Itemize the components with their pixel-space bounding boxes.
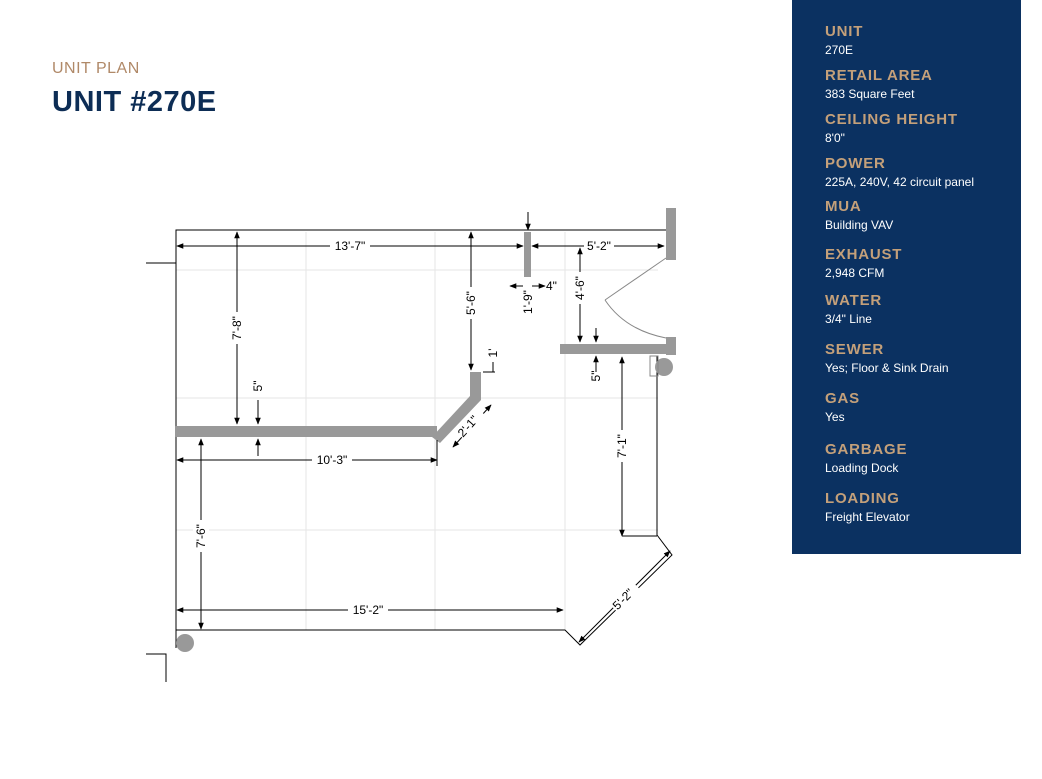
spec-loading: LOADING Freight Elevator xyxy=(825,490,910,525)
dim-wall-thick-left: 5" xyxy=(251,381,265,392)
spec-value: 8'0" xyxy=(825,131,845,145)
spec-unit: UNIT 270E xyxy=(825,23,863,58)
dim-center-upper: 5'-6" xyxy=(464,291,478,315)
spec-mua: MUA Building VAV xyxy=(825,198,893,233)
dim-wall-thick-right: 5" xyxy=(589,371,603,382)
specs-panel: UNIT 270E RETAIL AREA 383 Square Feet CE… xyxy=(792,0,1021,554)
page-title: UNIT #270E xyxy=(52,86,217,118)
spec-value: Yes xyxy=(825,410,845,424)
dim-stub-height: 1'-9" xyxy=(521,290,535,314)
door-swing xyxy=(604,257,667,377)
spec-value: 225A, 240V, 42 circuit panel xyxy=(825,175,974,189)
spec-label: LOADING xyxy=(825,490,900,507)
spec-label: GARBAGE xyxy=(825,441,908,458)
dim-bottom-width: 15'-2" xyxy=(353,603,384,617)
spec-value: 3/4" Line xyxy=(825,312,872,326)
spec-value: 270E xyxy=(825,43,854,57)
spec-label: RETAIL AREA xyxy=(825,67,933,84)
spec-retail-area: RETAIL AREA 383 Square Feet xyxy=(825,67,933,102)
spec-sewer: SEWER Yes; Floor & Sink Drain xyxy=(825,341,949,376)
spec-label: EXHAUST xyxy=(825,246,903,263)
dim-right-upper: 4'-6" xyxy=(573,276,587,300)
spec-water: WATER 3/4" Line xyxy=(825,292,882,327)
dim-left-lower: 7'-6" xyxy=(194,524,208,548)
dim-partition-width: 10'-3" xyxy=(317,453,348,467)
spec-value: 2,948 CFM xyxy=(825,266,885,280)
spec-value: Yes; Floor & Sink Drain xyxy=(825,361,949,375)
spec-exhaust: EXHAUST 2,948 CFM xyxy=(825,246,902,281)
plan-walls xyxy=(175,208,676,652)
dim-wall-stub: 4" xyxy=(546,279,557,293)
spec-label: MUA xyxy=(825,198,862,215)
spec-value: Freight Elevator xyxy=(825,510,910,524)
floor-plan: 13'-7" 5'-2" 4" 1'-9" 7'-8" 5'-6" 4'-6" … xyxy=(146,208,676,682)
spec-ceiling-height: CEILING HEIGHT 8'0" xyxy=(825,111,958,146)
plan-outline xyxy=(146,229,673,682)
spec-label: POWER xyxy=(825,155,886,172)
dim-right-lower: 7'-1" xyxy=(615,434,629,458)
spec-label: UNIT xyxy=(825,23,864,40)
dim-left-upper: 7'-8" xyxy=(230,316,244,340)
spec-label: GAS xyxy=(825,390,860,407)
dim-jog: 1' xyxy=(486,349,500,358)
spec-power: POWER 225A, 240V, 42 circuit panel xyxy=(825,155,974,190)
spec-label: WATER xyxy=(825,292,883,309)
spec-value: Building VAV xyxy=(825,218,894,232)
dim-top-width: 13'-7" xyxy=(335,239,366,253)
spec-value: Loading Dock xyxy=(825,461,899,475)
dim-right-top: 5'-2" xyxy=(587,239,611,253)
spec-label: CEILING HEIGHT xyxy=(825,111,958,128)
spec-gas: GAS Yes xyxy=(825,390,860,425)
spec-value: 383 Square Feet xyxy=(825,87,915,101)
unit-plan-eyebrow: UNIT PLAN xyxy=(52,60,140,77)
spec-label: SEWER xyxy=(825,341,885,358)
dimension-labels: 13'-7" 5'-2" 4" 1'-9" 7'-8" 5'-6" 4'-6" … xyxy=(193,239,642,617)
spec-garbage: GARBAGE Loading Dock xyxy=(825,441,907,476)
